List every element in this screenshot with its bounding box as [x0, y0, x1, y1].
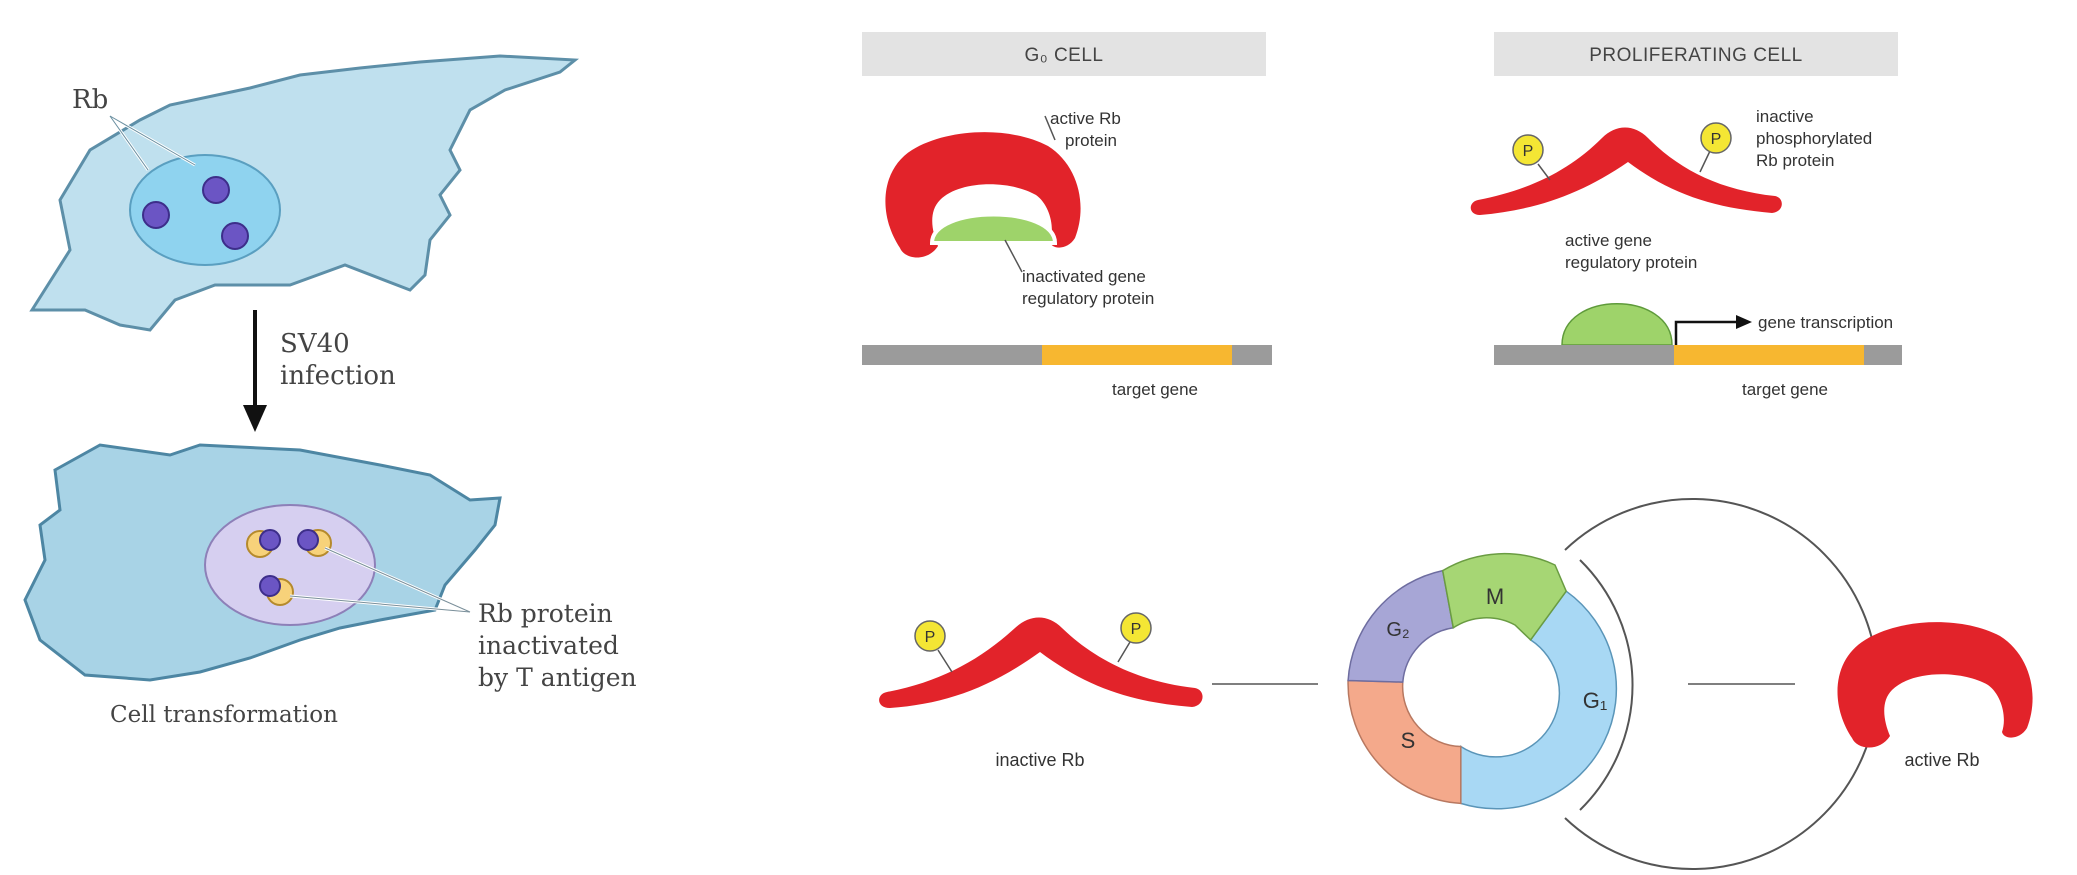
rb-tantigen-complex: [297, 529, 332, 557]
active-rb-pointer: [1044, 115, 1056, 141]
g0-header-box: [862, 32, 1266, 76]
rb-tantigen-complex: [259, 575, 294, 606]
inactive-rb-protein: [879, 617, 1203, 708]
callout-line1: Rb protein: [478, 599, 613, 628]
phospho-label3: Rb protein: [1756, 151, 1834, 170]
inactivated-regulatory-protein: [929, 212, 1058, 245]
active-rb-label2: protein: [1065, 131, 1117, 150]
phase-g2-label: G₂: [1386, 619, 1409, 641]
phase-s-label: S: [1401, 728, 1416, 753]
rb-pointer-line: [109, 115, 196, 166]
rb-dot: [142, 201, 170, 229]
phospho-link: [1699, 150, 1711, 173]
active-rb-protein: [885, 132, 1081, 258]
cell-cycle-diagram: M G₂ S G₁: [1347, 498, 1879, 870]
active-regulatory-protein: [1561, 303, 1673, 346]
phospho-p-text: P: [1523, 143, 1534, 160]
inactivated-label2: regulatory protein: [1022, 289, 1154, 308]
normal-cell: [29, 54, 580, 332]
inactive-rb-label: inactive Rb: [995, 750, 1084, 770]
down-arrow: [243, 310, 267, 432]
phospho-label2: phosphorylated: [1756, 129, 1872, 148]
inactivated-pointer: [1004, 239, 1023, 273]
phosphorylated-rb-protein: [1470, 127, 1782, 215]
active-gene-label1: active gene: [1565, 231, 1652, 250]
phase-s: [1347, 679, 1462, 805]
target-gene-segment: [1042, 345, 1232, 365]
rb-dot: [202, 176, 230, 204]
transformed-cell: [23, 443, 502, 682]
phase-m-label: M: [1486, 584, 1504, 609]
rb-label: Rb: [72, 85, 108, 115]
phospho-p-circle: [1700, 122, 1732, 154]
cell-transformation-caption: Cell transformation: [110, 702, 338, 728]
phase-g1: [1460, 590, 1618, 810]
active-rb-protein: [1837, 622, 2033, 748]
transcription-arrow: [1674, 315, 1752, 345]
target-gene-segment: [1674, 345, 1864, 365]
infection-label: infection: [280, 361, 396, 391]
prolif-header: PROLIFERATING CELL: [1589, 45, 1802, 66]
gene-transcription-label: gene transcription: [1758, 313, 1893, 332]
phase-g1-label: G₁: [1583, 688, 1608, 713]
phospho-p-circle: [1512, 134, 1544, 166]
g0-target-gene-label: target gene: [1112, 380, 1198, 399]
callout-line3: by T antigen: [478, 663, 637, 692]
prolif-target-gene-label: target gene: [1742, 380, 1828, 399]
rb-dot: [221, 222, 249, 250]
prolif-header-box: [1494, 32, 1898, 76]
rb-pointer-line: [109, 115, 149, 171]
cycle-outer-ring: [1579, 559, 1634, 811]
prolif-dna-strand: [1494, 345, 1902, 365]
callout-line: [289, 595, 471, 613]
phospho-p-text: P: [1131, 621, 1142, 638]
phospho-label1: inactive: [1756, 107, 1814, 126]
g0-header: G₀ CELL: [1025, 45, 1104, 66]
active-rb-label: active Rb: [1904, 750, 1979, 770]
phase-g2: [1347, 569, 1455, 683]
phospho-link: [937, 649, 953, 673]
phospho-link: [1537, 163, 1551, 181]
active-rb-label1: active Rb: [1050, 109, 1121, 128]
sv40-label: SV40: [280, 329, 350, 359]
phospho-p-circle: [914, 620, 946, 652]
phospho-link: [1117, 641, 1131, 663]
nucleus: [204, 504, 376, 626]
callout-line: [324, 547, 471, 613]
phospho-p-text: P: [925, 629, 936, 646]
callout-line2: inactivated: [478, 631, 619, 660]
phospho-p-text: P: [1711, 131, 1722, 148]
g0-dna-strand: [862, 345, 1272, 365]
rb-tantigen-complex: [246, 529, 281, 558]
active-gene-label2: regulatory protein: [1565, 253, 1697, 272]
phase-m: [1441, 552, 1568, 642]
phospho-p-circle: [1120, 612, 1152, 644]
inactivated-label1: inactivated gene: [1022, 267, 1146, 286]
